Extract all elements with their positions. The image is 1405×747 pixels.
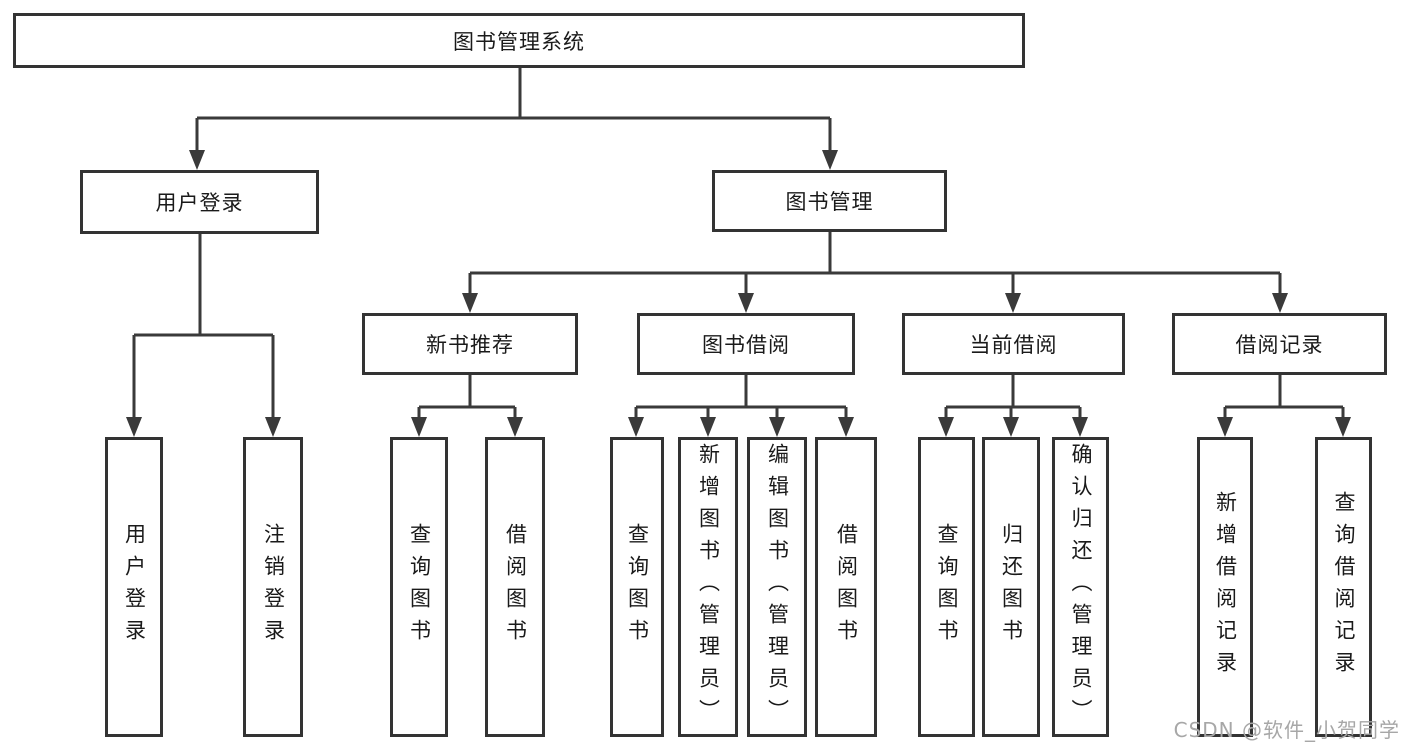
leaf-user-login: 用户登录 (105, 437, 163, 737)
node-label: 新书推荐 (426, 333, 514, 357)
leaf-borrow-books: 借阅图书 (815, 437, 877, 737)
leaf-label: 查询图书 (407, 523, 432, 651)
leaf-label: 借阅图书 (503, 523, 528, 651)
leaf-label: 用户登录 (122, 523, 147, 651)
node-label: 图书管理系统 (453, 29, 585, 54)
leaf-label: 确认归还（管理员） (1069, 443, 1093, 731)
leaf-label: 查询图书 (935, 523, 959, 651)
leaf-label: 注销登录 (261, 523, 286, 651)
leaf-query-books-borrowing: 查询图书 (610, 437, 664, 737)
leaf-label: 借阅图书 (834, 523, 859, 651)
leaf-confirm-return-admin: 确认归还（管理员） (1052, 437, 1109, 737)
leaf-label: 新增借阅记录 (1213, 491, 1238, 683)
leaf-edit-books-admin: 编辑图书（管理员） (747, 437, 807, 737)
leaf-return-books: 归还图书 (982, 437, 1040, 737)
leaf-label: 归还图书 (999, 523, 1024, 651)
leaf-borrow-books-recommend: 借阅图书 (485, 437, 545, 737)
node-label: 图书管理 (785, 190, 874, 214)
node-current-borrowing: 当前借阅 (902, 313, 1125, 375)
node-book-borrowing: 图书借阅 (637, 313, 855, 375)
node-label: 当前借阅 (969, 333, 1058, 357)
node-label: 图书借阅 (702, 333, 790, 357)
leaf-query-borrow-record: 查询借阅记录 (1315, 437, 1372, 737)
leaf-label: 新增图书（管理员） (696, 443, 721, 731)
node-library-management-system: 图书管理系统 (13, 13, 1025, 68)
leaf-query-books-recommend: 查询图书 (390, 437, 448, 737)
leaf-label: 查询借阅记录 (1332, 491, 1356, 683)
leaf-label: 查询图书 (625, 523, 650, 651)
leaf-add-books-admin: 新增图书（管理员） (678, 437, 738, 737)
leaf-label: 编辑图书（管理员） (765, 443, 790, 731)
node-borrowing-records: 借阅记录 (1172, 313, 1387, 375)
node-label: 用户登录 (155, 191, 244, 215)
leaf-logout: 注销登录 (243, 437, 303, 737)
csdn-watermark: CSDN @软件_小贺同学 (1173, 718, 1400, 742)
leaf-add-borrow-record: 新增借阅记录 (1197, 437, 1253, 737)
node-label: 借阅记录 (1235, 333, 1324, 357)
leaf-query-books-current: 查询图书 (918, 437, 975, 737)
node-user-login-branch: 用户登录 (80, 170, 319, 234)
node-new-book-recommendation: 新书推荐 (362, 313, 578, 375)
node-book-management-branch: 图书管理 (712, 170, 947, 232)
